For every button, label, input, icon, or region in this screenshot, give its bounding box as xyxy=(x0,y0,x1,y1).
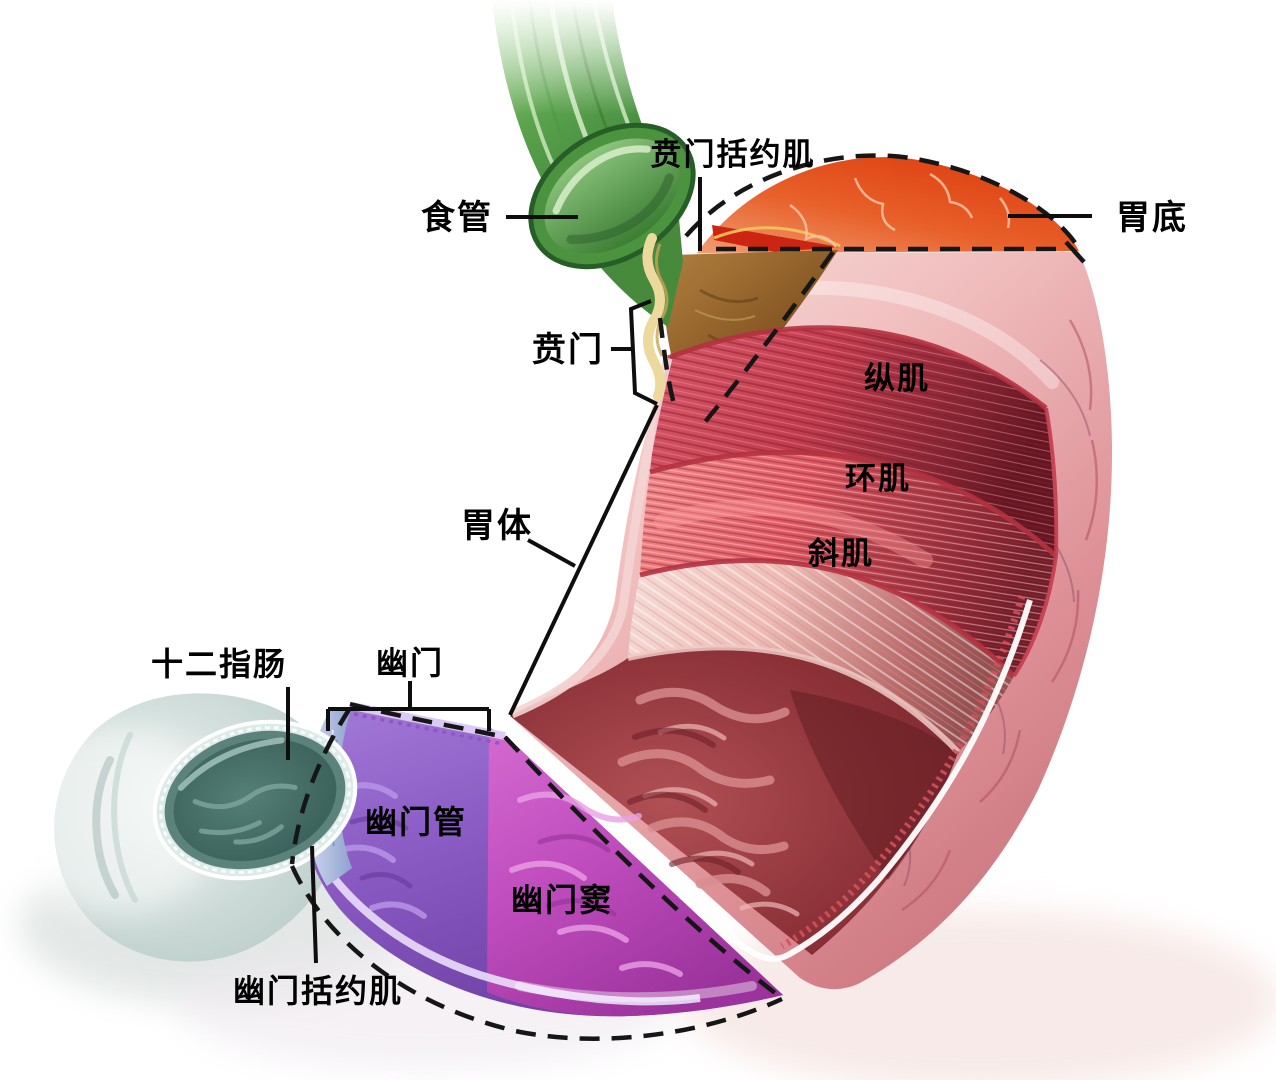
leader-gastric-body xyxy=(527,538,576,568)
cardiac-sphincter-band xyxy=(642,233,666,401)
dashed-fundus-arc xyxy=(684,153,1083,254)
esophagus-opening xyxy=(528,122,696,270)
label-pylorus: 幽门 xyxy=(376,644,444,682)
bracket-pylorus xyxy=(326,681,491,731)
label-cardia: 贲门 xyxy=(532,330,604,370)
dashed-antrum-diagonal xyxy=(503,735,781,998)
fundus-cream-line xyxy=(713,226,841,248)
circular-muscle-highlight xyxy=(654,499,933,568)
fundus-veins xyxy=(789,172,1011,248)
label-cardiac-sphincter: 贲门括约肌 xyxy=(651,137,816,173)
label-circular-muscle: 环肌 xyxy=(845,461,911,497)
dashed-bottom-arc xyxy=(289,865,783,1041)
leader-lines xyxy=(286,177,1092,964)
canal-folds-dark xyxy=(349,815,413,889)
esophagus-illustration xyxy=(470,0,700,401)
label-gastric-body: 胃体 xyxy=(461,506,533,546)
label-oblique-muscle: 斜肌 xyxy=(808,536,874,572)
fundus-red-patch xyxy=(712,225,840,252)
serosa-veins xyxy=(901,319,1099,912)
text-labels: 食管 贲门括约肌 胃底 贲门 纵肌 环肌 斜肌 胃体 十二指肠 幽门 幽门管 幽… xyxy=(151,137,1188,1010)
pylorus-bottom-rim xyxy=(308,843,701,1006)
duodenum-inner-folds xyxy=(192,783,298,845)
dashed-chord-hook xyxy=(1064,240,1086,264)
duodenum-rim-highlight xyxy=(177,737,285,791)
esophagus-fade xyxy=(470,0,700,115)
bracket-gastric-body xyxy=(508,404,659,716)
pyloric-region xyxy=(301,702,783,1017)
dashed-cardia-diagonal xyxy=(698,250,835,430)
pylorus-gloss xyxy=(515,981,757,1003)
pylorus-top-crimp xyxy=(353,712,504,746)
label-pyloric-sphincter: 幽门括约肌 xyxy=(233,972,403,1010)
cardiac-sphincter-detail xyxy=(655,243,669,357)
label-pyloric-canal: 幽门管 xyxy=(365,803,467,841)
antrum-folds-dark xyxy=(537,834,617,917)
bracket-cardia xyxy=(628,299,658,406)
label-pyloric-antrum: 幽门窦 xyxy=(511,881,613,919)
greater-curvature-cut-edge xyxy=(724,594,1033,962)
antrum-folds xyxy=(509,791,683,977)
muscle-layers xyxy=(510,325,1059,962)
muscle-seams xyxy=(510,325,1059,755)
leader-pyloric-sphincter xyxy=(310,845,318,964)
fundus-region xyxy=(697,157,1079,253)
label-longitudinal-muscle: 纵肌 xyxy=(864,361,930,397)
dashed-cardia-left xyxy=(657,317,677,405)
label-duodenum: 十二指肠 xyxy=(151,645,287,683)
label-esophagus: 食管 xyxy=(421,198,493,238)
dashed-duodenum-edge xyxy=(289,706,352,865)
label-fundus: 胃底 xyxy=(1116,198,1188,238)
